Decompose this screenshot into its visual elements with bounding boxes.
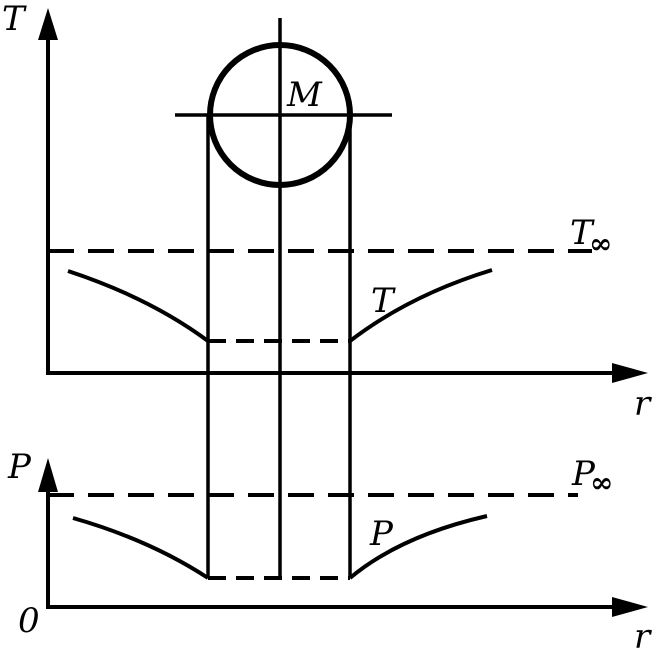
top-y-axis-arrowhead	[38, 8, 58, 40]
sphere-group: M	[175, 18, 392, 578]
top-x-axis-label: r	[634, 384, 652, 424]
t-infinity-subscript: ∞	[589, 227, 612, 260]
bottom-y-axis-label: P	[7, 447, 32, 487]
top-y-axis-label: T	[2, 0, 27, 39]
t-curve-left	[67, 269, 210, 343]
t-curve-label: T	[371, 281, 396, 321]
bottom-y-axis-arrowhead	[38, 458, 58, 492]
origin-label: 0	[18, 601, 40, 641]
bottom-plot: P r 0 P ∞ P	[7, 447, 652, 653]
p-infinity-label: P	[571, 454, 596, 494]
top-x-axis-arrowhead	[612, 363, 648, 383]
top-plot: T r T ∞ T	[2, 0, 652, 424]
p-curve-right	[348, 514, 488, 580]
bottom-x-axis-label: r	[634, 617, 652, 653]
t-infinity-label: T	[570, 213, 595, 253]
p-curve-label: P	[369, 514, 394, 554]
p-infinity-subscript: ∞	[590, 466, 613, 499]
t-curve-right	[348, 268, 493, 343]
p-curve-left	[72, 516, 210, 580]
sphere-label: M	[286, 75, 323, 115]
bottom-x-axis-arrowhead	[612, 597, 648, 617]
